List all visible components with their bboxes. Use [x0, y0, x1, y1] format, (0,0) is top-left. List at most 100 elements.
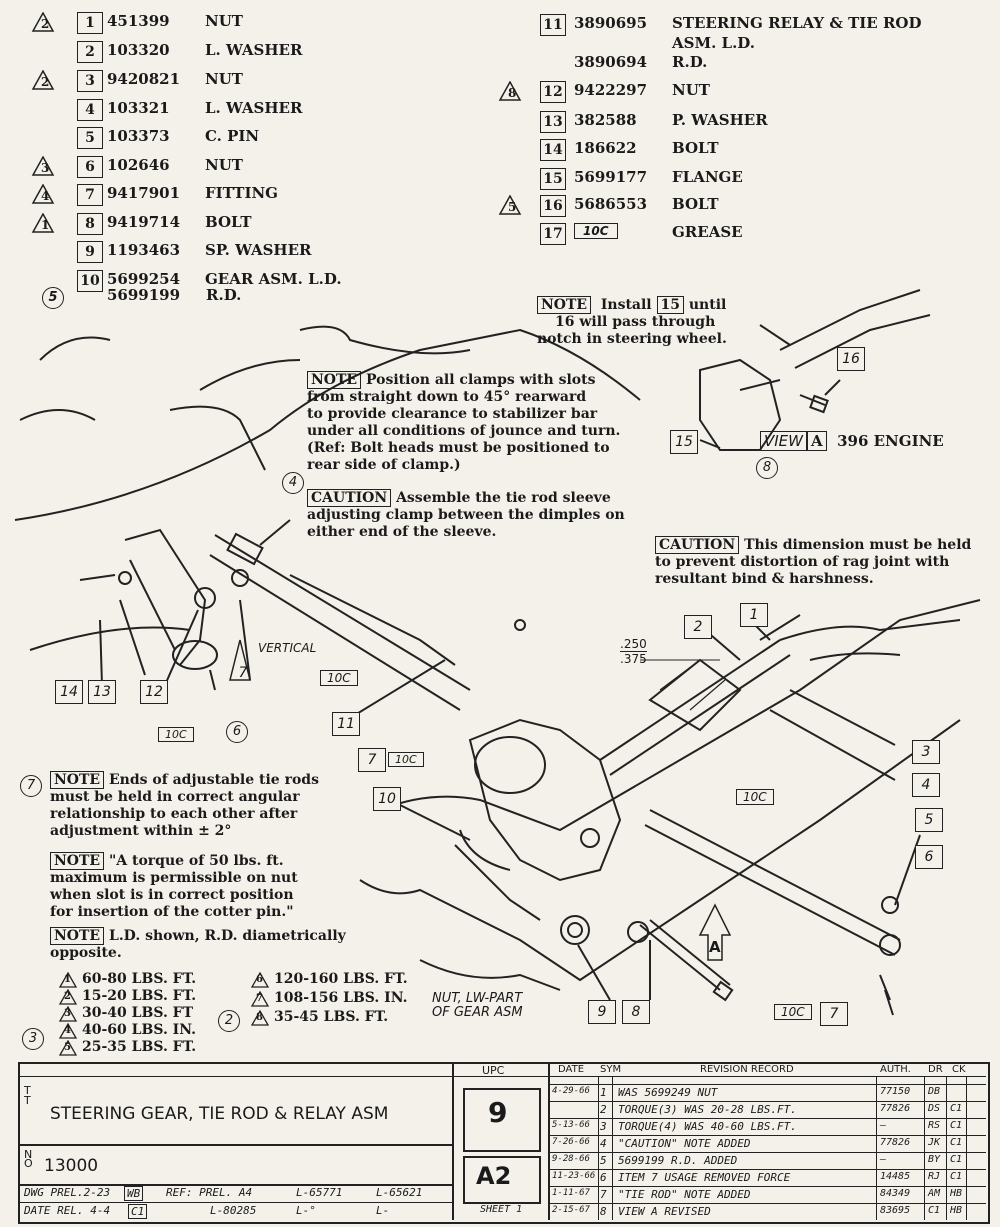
- rev-ck: C1: [950, 1171, 963, 1182]
- flag-circle: 4: [282, 472, 304, 494]
- flag-number: 4: [41, 189, 50, 203]
- flag-circle: 2: [218, 1010, 240, 1032]
- part-desc: R.D.: [672, 53, 708, 71]
- note-line: must be held in correct angular: [50, 789, 300, 805]
- part-code: 382588: [574, 111, 637, 129]
- rev-date: 11-23-66: [552, 1171, 596, 1181]
- callout-7b: 7: [820, 1002, 848, 1026]
- torque-text: 60-80 LBS. FT.: [82, 971, 197, 987]
- rev-header-auth: AUTH.: [880, 1064, 911, 1075]
- callout-16: 16: [837, 347, 865, 371]
- rev-sym: 6: [600, 1171, 607, 1184]
- ref2-field: L-65771: [296, 1186, 343, 1199]
- part-code: 103373: [107, 127, 170, 145]
- wb-field: WB: [124, 1186, 144, 1201]
- part-code: 451399: [107, 12, 170, 30]
- part-number: 9: [77, 241, 103, 263]
- dim-bottom: .375: [620, 652, 647, 666]
- part-code: 9419714: [107, 213, 181, 231]
- rev-dr: AM: [928, 1188, 941, 1199]
- sheet-label: SHEET 1: [480, 1204, 523, 1215]
- rev-ck: C1: [950, 1103, 963, 1114]
- note-line: maximum is permissible on nut: [50, 870, 298, 886]
- part-number: 7: [77, 184, 103, 206]
- vertical-7: 7: [238, 665, 248, 681]
- part-number: 17: [540, 223, 566, 245]
- rev-sym: 3: [600, 1120, 607, 1133]
- flag-number: 4: [64, 1025, 71, 1036]
- ci-field: C1: [128, 1204, 148, 1219]
- note-line: under all conditions of jounce and turn.: [307, 423, 621, 439]
- note-line: adjustment within ± 2°: [50, 823, 232, 839]
- callout-2: 2: [684, 615, 712, 639]
- note-flange: NOTE Install 15 until 16 will pass throu…: [537, 296, 727, 348]
- part-desc: R.D.: [206, 286, 242, 304]
- flag-circle: 3: [22, 1028, 44, 1050]
- callout-8: 8: [622, 1000, 650, 1024]
- note-line: from straight down to 45° rearward: [307, 389, 587, 405]
- caution-sleeve: CAUTION Assemble the tie rod sleeve adju…: [307, 489, 625, 541]
- part-desc: BOLT: [205, 213, 252, 231]
- part-desc: FLANGE: [672, 168, 743, 186]
- caution-line: to prevent distortion of rag joint with: [655, 554, 950, 570]
- rev-sym: 5: [600, 1154, 607, 1167]
- flag-number: 2: [41, 75, 50, 89]
- flag-circle: 7: [20, 775, 42, 797]
- callout-9: 9: [588, 1000, 616, 1024]
- rev-header-date: DATE: [558, 1064, 585, 1075]
- grease-tag: 10C: [736, 789, 774, 805]
- rev-dr: BY: [928, 1154, 941, 1165]
- part-code: 3890695: [574, 14, 648, 32]
- flag-circle: 5: [42, 287, 64, 309]
- part-number: 3: [77, 70, 103, 92]
- rev-header-ck: CK: [952, 1064, 966, 1075]
- note-line: Ends of adjustable tie rods: [108, 772, 319, 788]
- assembly-drawing: [14, 289, 981, 1016]
- note-text: until: [688, 297, 727, 313]
- note-text: will pass through: [579, 314, 716, 330]
- rev-sym: 1: [600, 1086, 607, 1099]
- view-label: VIEW: [760, 431, 807, 451]
- rev-sym: 2: [600, 1103, 607, 1116]
- caution-line: either end of the sleeve.: [307, 524, 497, 540]
- part-code: 9422297: [574, 81, 648, 99]
- rev-dr: RJ: [928, 1171, 941, 1182]
- callout-5: 5: [915, 808, 943, 832]
- rev-date: 7-26-66: [552, 1137, 590, 1147]
- grease-tag: 10C: [158, 727, 194, 742]
- note-line: rear side of clamp.): [307, 457, 461, 473]
- note-line: OF GEAR ASM: [432, 1005, 523, 1020]
- note-text: notch in steering wheel.: [537, 331, 727, 347]
- note-line: to provide clearance to stabilizer bar: [307, 406, 598, 422]
- rev-rec: "CAUTION" NOTE ADDED: [618, 1137, 751, 1150]
- rev-dr: DB: [928, 1086, 941, 1097]
- dimension-label: .250 .375: [620, 637, 647, 666]
- ref5-field: L-°: [296, 1204, 316, 1217]
- callout-1: 1: [740, 603, 768, 627]
- part-number: 11: [540, 14, 566, 36]
- part-desc: SP. WASHER: [205, 241, 312, 259]
- part-desc: NUT: [205, 156, 243, 174]
- rev-dr: C1: [928, 1205, 941, 1216]
- part-code: 5699254: [107, 270, 181, 288]
- rev-rec: VIEW A REVISED: [618, 1205, 711, 1218]
- rev-auth: —: [880, 1120, 887, 1131]
- part-number: 1: [77, 12, 103, 34]
- ref3-field: L-65621: [376, 1186, 423, 1199]
- flag-number: 2: [64, 991, 71, 1002]
- part-number: 16: [540, 195, 566, 217]
- part-number: 2: [77, 41, 103, 63]
- rev-ck: HB: [950, 1188, 963, 1199]
- rev-header-record: REVISION RECORD: [700, 1064, 794, 1075]
- dim-top: .250: [620, 637, 647, 652]
- part-desc: P. WASHER: [672, 111, 768, 129]
- note-clamps: NOTE Position all clamps with slots from…: [307, 371, 621, 474]
- view-letter: A: [807, 431, 827, 451]
- rev-auth: 84349: [880, 1188, 911, 1199]
